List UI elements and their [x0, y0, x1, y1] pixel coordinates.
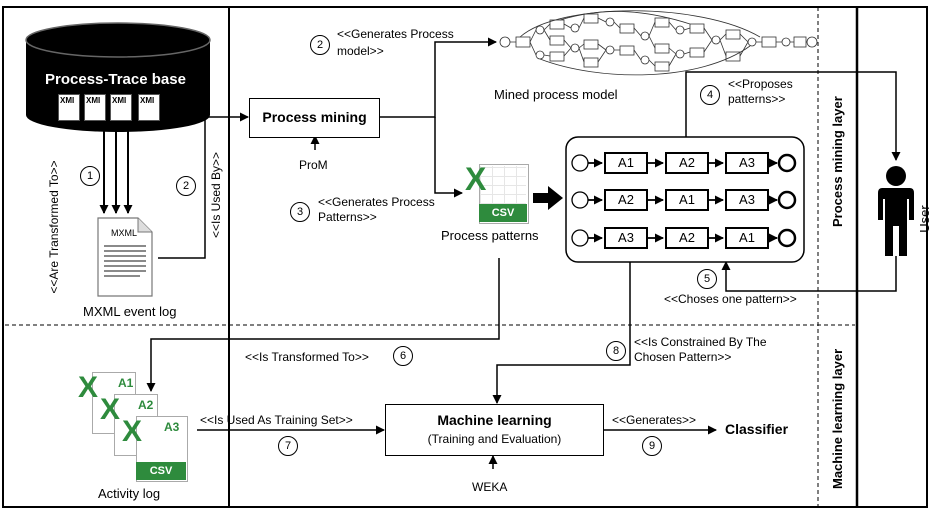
big-arrow — [533, 186, 563, 210]
process-patterns-csv-icon: X CSV — [465, 162, 529, 226]
mxml-document-icon — [97, 217, 153, 297]
excel-x-glyph: X — [465, 161, 487, 197]
machine-learning-box: Machine learning (Training and Evaluatio… — [385, 404, 604, 456]
pattern-activity[interactable]: A2 — [665, 152, 709, 174]
mined-process-model-graph — [499, 10, 818, 76]
machine-learning-title: Machine learning — [437, 412, 552, 428]
machine-learning-subtitle: (Training and Evaluation) — [427, 432, 562, 446]
pattern-activity[interactable]: A1 — [604, 152, 648, 174]
step-6-number: 6 — [393, 346, 413, 366]
step-5-label: <<Choses one pattern>> — [664, 292, 797, 306]
step-7-number: 7 — [278, 436, 298, 456]
prom-label: ProM — [299, 158, 328, 172]
mined-process-model-caption: Mined process model — [494, 87, 618, 102]
mxml-event-log-caption: MXML event log — [83, 304, 177, 319]
user-icon — [878, 166, 914, 256]
pattern-activity[interactable]: A3 — [725, 152, 769, 174]
step-1-number: 1 — [80, 166, 100, 186]
outer-frame — [2, 6, 928, 508]
step-4-number: 4 — [700, 85, 720, 105]
xmi-file-icon: XMI — [84, 94, 106, 121]
xmi-file-icon: XMI — [58, 94, 80, 121]
xmi-file-icon: XMI — [138, 94, 160, 121]
classifier-label: Classifier — [725, 421, 789, 437]
step-2-label: <<Is Used By>> — [209, 151, 223, 239]
step-7-label: <<Is Used As Training Set>> — [200, 413, 353, 427]
activity-sheet-icon: X A3 CSV — [122, 416, 188, 482]
step-3-label: <<Generates Process Patterns>> — [318, 195, 435, 224]
pattern-activity[interactable]: A3 — [725, 189, 769, 211]
process-trace-base-title: Process-Trace base — [45, 71, 186, 88]
step-4-label: <<Proposes patterns>> — [728, 77, 793, 106]
csv-badge: CSV — [479, 204, 527, 222]
pattern-rows — [571, 153, 797, 248]
step-1-label: <<Are Transformed To>> — [47, 160, 61, 294]
step-2b-label: <<Generates Process model>> — [337, 27, 454, 58]
pattern-activity[interactable]: A1 — [665, 189, 709, 211]
pattern-activity[interactable]: A3 — [604, 227, 648, 249]
process-mining-box: Process mining — [249, 98, 380, 138]
user-label: User — [917, 205, 929, 233]
xmi-file-icon: XMI — [110, 94, 132, 121]
step-8-number: 8 — [606, 341, 626, 361]
step-9-number: 9 — [642, 436, 662, 456]
pattern-activity[interactable]: A1 — [725, 227, 769, 249]
weka-label: WEKA — [472, 480, 508, 494]
step-8-label: <<Is Constrained By The Chosen Pattern>> — [634, 335, 767, 364]
process-mining-label: Process mining — [262, 109, 367, 125]
mxml-doc-label: MXML — [111, 228, 138, 238]
step-9-label: <<Generates>> — [612, 413, 697, 427]
step-6-label: <<Is Transformed To>> — [245, 350, 369, 364]
step-2-number: 2 — [176, 176, 196, 196]
pattern-activity[interactable]: A2 — [604, 189, 648, 211]
step-2b-number: 2 — [310, 35, 330, 55]
process-mining-layer-label: Process mining layer — [830, 96, 845, 227]
pattern-activity[interactable]: A2 — [665, 227, 709, 249]
activity-log-caption: Activity log — [98, 486, 161, 501]
machine-learning-layer-label: Machine learning layer — [830, 348, 845, 489]
step-3-number: 3 — [290, 202, 310, 222]
activity-sheet-icon: X A2 — [100, 394, 158, 456]
process-patterns-caption: Process patterns — [441, 228, 539, 243]
step-5-number: 5 — [697, 269, 717, 289]
